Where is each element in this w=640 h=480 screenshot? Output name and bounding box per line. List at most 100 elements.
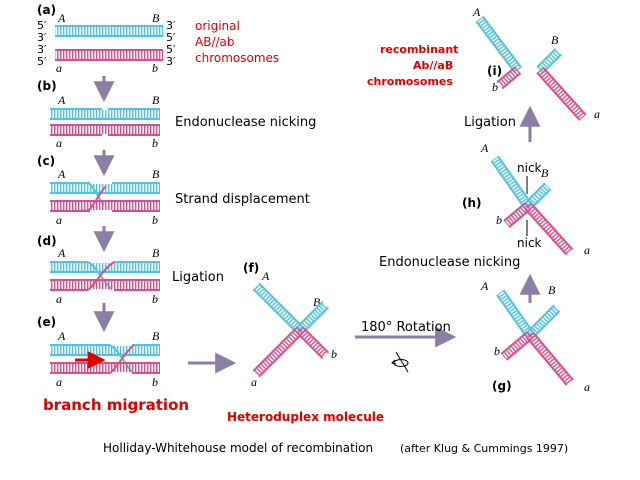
panel-h-nick-bottom: nick (517, 236, 542, 250)
panel-b: (b) A B a b Endonuclease nicking (37, 79, 316, 150)
panel-b-label: (b) (37, 79, 57, 93)
panel-f-pink-arm-lower-right (296, 326, 329, 359)
panel-a-end-3-top: 3′ (37, 31, 47, 44)
panel-g-label: (g) (492, 379, 512, 393)
panel-g-allele-b: b (494, 344, 500, 358)
panel-g-blue-arm-upper-right (526, 304, 561, 339)
rotation-caption: 180° Rotation (361, 320, 451, 335)
panel-h-pink-arm-lower-left (503, 202, 532, 228)
panel-a-end-3-top-right: 3′ (166, 19, 176, 32)
panel-h-nick-top: nick (517, 161, 542, 175)
panel-e-allele-a: a (56, 375, 62, 389)
panel-a-end-5-low-right: 5′ (166, 43, 176, 56)
footer-credit: (after Klug & Cummings 1997) (400, 442, 568, 455)
panel-h-allele-a: a (584, 243, 590, 257)
panel-f-blue-arm-upper-left (252, 282, 304, 334)
panel-b-allele-a: a (56, 136, 62, 150)
panel-g-allele-a: a (584, 380, 590, 394)
panel-e-allele-A: A (57, 329, 66, 343)
panel-f-caption: Heteroduplex molecule (227, 410, 384, 424)
rotation-icon (391, 351, 409, 373)
panel-e-caption: branch migration (43, 396, 189, 414)
panel-b-caption: Endonuclease nicking (175, 115, 316, 130)
panel-c-pink-duplex (50, 185, 160, 212)
panel-a-end-5-top: 5′ (37, 19, 47, 32)
panel-b-blue-duplex (50, 108, 160, 120)
panel-a-pink-duplex (55, 49, 163, 61)
panel-d-allele-a: a (56, 292, 62, 306)
panel-d-caption: Ligation (172, 270, 224, 285)
panel-i-left-chevron (475, 15, 522, 90)
panel-e-allele-B: B (152, 329, 160, 343)
panel-b-allele-b: b (152, 136, 158, 150)
panel-f-allele-b: b (331, 347, 337, 361)
panel-f-allele-B: B (313, 295, 321, 309)
panel-c-allele-A: A (57, 167, 66, 181)
panel-a-blue-duplex (55, 25, 163, 37)
footer-title: Holliday-Whitehouse model of recombinati… (103, 441, 373, 455)
panel-f: (f) A B a b Heteroduplex molecule (227, 261, 384, 424)
panel-h-allele-B: B (541, 166, 549, 180)
panel-f-allele-a: a (251, 375, 257, 389)
panel-c-allele-b: b (152, 213, 158, 227)
panel-i-caption-line-3: chromosomes (367, 75, 453, 88)
panel-h: (h) A B b a nick nick (462, 141, 590, 257)
panel-a-allele-a: a (56, 61, 62, 75)
panel-i-allele-a: a (594, 107, 600, 121)
panel-e-label: (e) (37, 315, 56, 329)
panel-g-blue-arm-upper-left (496, 289, 535, 338)
panel-i-label: (i) (487, 64, 502, 78)
panel-i: (i) A B b a (367, 5, 600, 121)
panel-a-allele-b: b (152, 61, 158, 75)
panel-i-right-chevron (536, 48, 587, 121)
panel-i-allele-B: B (551, 33, 559, 47)
panel-c-allele-a: a (56, 213, 62, 227)
panel-a-caption-line-1: original (195, 19, 240, 33)
panel-b-allele-B: B (152, 93, 160, 107)
panel-i-allele-b: b (492, 80, 498, 94)
panel-f-allele-A: A (261, 269, 270, 283)
panel-h-pink-arm-lower-right (524, 202, 574, 256)
panel-a-end-3-bottom-right: 3′ (166, 55, 176, 68)
panel-a-caption-line-2: AB//ab (195, 35, 235, 49)
panel-g-allele-A: A (480, 279, 489, 293)
panel-c: (c) A B a b Strand displacement (37, 154, 310, 227)
panel-f-pink-arm-lower-left (252, 326, 304, 378)
panel-f-label: (f) (243, 261, 259, 275)
panel-a-end-5-bottom: 5′ (37, 55, 47, 68)
panel-h-blue-arm-upper-left (490, 155, 533, 209)
rotation-step: 180° Rotation (355, 320, 457, 373)
panel-g-allele-B: B (548, 283, 556, 297)
panel-i-caption-line-2: Ab//aB (413, 59, 453, 72)
panel-b-allele-A: A (57, 93, 66, 107)
panel-c-label: (c) (37, 154, 55, 168)
panel-g-pink-arm-lower-left (500, 331, 534, 361)
panel-a-end-5-mid-right: 5′ (166, 31, 176, 44)
panel-h-allele-b: b (496, 213, 502, 227)
panel-d-allele-A: A (57, 246, 66, 260)
panel-a-end-3-mid: 3′ (37, 43, 47, 56)
panel-h-allele-A: A (480, 141, 489, 155)
panel-c-allele-B: B (152, 167, 160, 181)
panel-i-allele-A: A (472, 5, 481, 19)
panel-d-allele-B: B (152, 246, 160, 260)
panel-c-caption: Strand displacement (175, 192, 310, 207)
panel-a-caption-line-3: chromosomes (195, 51, 279, 65)
panel-h-blue-arm-upper-right (524, 182, 552, 210)
ligation-right-caption: Ligation (464, 115, 516, 130)
panel-g: (g) A B b a (480, 279, 590, 394)
panel-b-pink-duplex (50, 124, 160, 136)
panel-f-blue-arm-upper-right (296, 301, 329, 334)
panel-a-label: (a) (37, 3, 56, 17)
panel-d-allele-b: b (152, 292, 158, 306)
panel-e: (e) A B a b branch migration (37, 315, 189, 414)
panel-d-pink-duplex (50, 261, 160, 291)
panel-i-caption-line-1: recombinant (380, 43, 458, 56)
panel-a-allele-A: A (57, 11, 66, 25)
panel-h-label: (h) (462, 196, 482, 210)
panel-d: (d) A B a b Ligation (37, 234, 224, 306)
nicking-right-caption: Endonuclease nicking (379, 255, 520, 270)
panel-a: (a) A B 5′ 3′ 3′ 5′ 3′ 5′ 5′ 3′ a b orig… (37, 3, 279, 75)
